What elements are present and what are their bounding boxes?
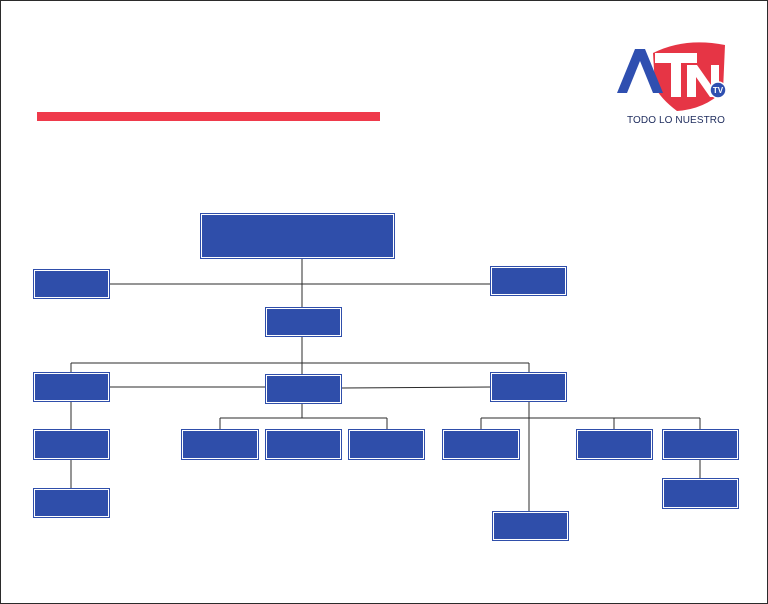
title-accent-bar [37, 112, 380, 121]
org-node-advisor-left [33, 269, 110, 299]
org-node-sub-center-3 [348, 429, 425, 460]
org-node-second [265, 307, 342, 337]
org-node-sub-center-1 [181, 429, 259, 460]
org-node-sub-left-1 [33, 429, 110, 460]
org-node-sub-right-4 [662, 429, 739, 460]
logo-tagline: TODO LO NUESTRO [627, 115, 725, 126]
org-node-sub-left-2 [33, 488, 110, 518]
atn-tv-logo: TV TODO LO NUESTRO [615, 39, 731, 131]
org-node-dept-right [490, 372, 567, 402]
org-node-sub-right-5 [662, 478, 739, 509]
org-node-advisor-right [490, 266, 567, 296]
org-node-sub-center-2 [265, 429, 342, 460]
org-node-sub-right-3 [576, 429, 653, 460]
tv-badge-text: TV [713, 86, 724, 95]
org-node-sub-right-1 [442, 429, 520, 460]
org-node-dept-center [265, 374, 342, 404]
atn-logo-mark: TV [617, 42, 727, 112]
org-node-dept-left [33, 372, 110, 402]
org-node-sub-right-2 [492, 511, 569, 541]
org-node-top [200, 213, 395, 259]
